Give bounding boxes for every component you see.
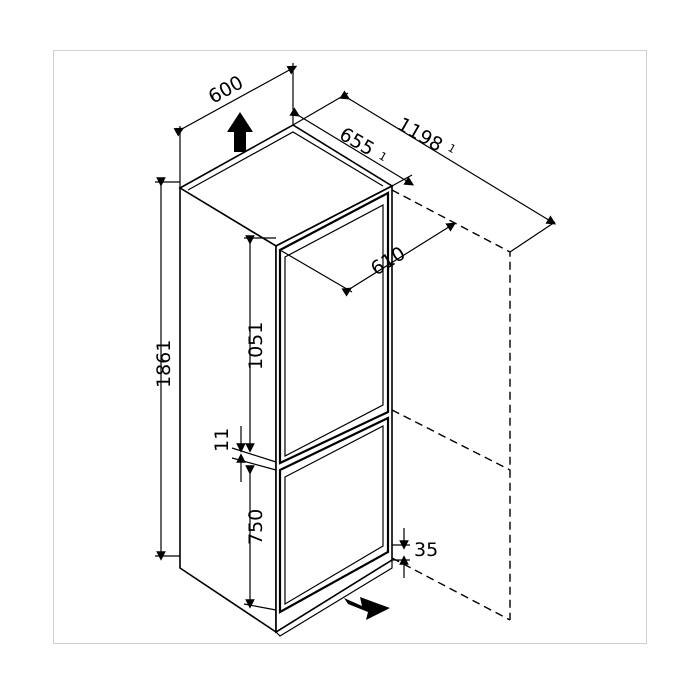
dim-lower-door: 750 bbox=[243, 465, 277, 611]
dim-upper-door: 1051 bbox=[244, 235, 276, 453]
dim-door-gap-label: 11 bbox=[211, 428, 233, 452]
cabinet-side bbox=[179, 186, 277, 634]
dim-depth-open-note: 1 bbox=[446, 141, 459, 156]
dim-depth-note: 1 bbox=[377, 149, 390, 164]
airflow-up-arrow-icon bbox=[227, 112, 253, 152]
fridge-cabinet bbox=[178, 124, 394, 637]
lower-door bbox=[278, 416, 390, 614]
dim-plinth-label: 35 bbox=[414, 539, 438, 561]
airflow-in-arrow-icon bbox=[344, 597, 390, 620]
dim-height: 1861 bbox=[153, 177, 180, 561]
dim-lower-door-label: 750 bbox=[245, 509, 267, 545]
diagram-frame bbox=[53, 50, 647, 644]
dim-door-gap: 11 bbox=[211, 426, 277, 482]
dim-upper-door-label: 1051 bbox=[245, 322, 267, 370]
dim-width-label: 600 bbox=[205, 72, 247, 109]
dim-height-label: 1861 bbox=[153, 340, 175, 388]
dim-plinth: 35 bbox=[392, 528, 438, 578]
dim-depth-open-label: 1198 bbox=[394, 113, 447, 156]
